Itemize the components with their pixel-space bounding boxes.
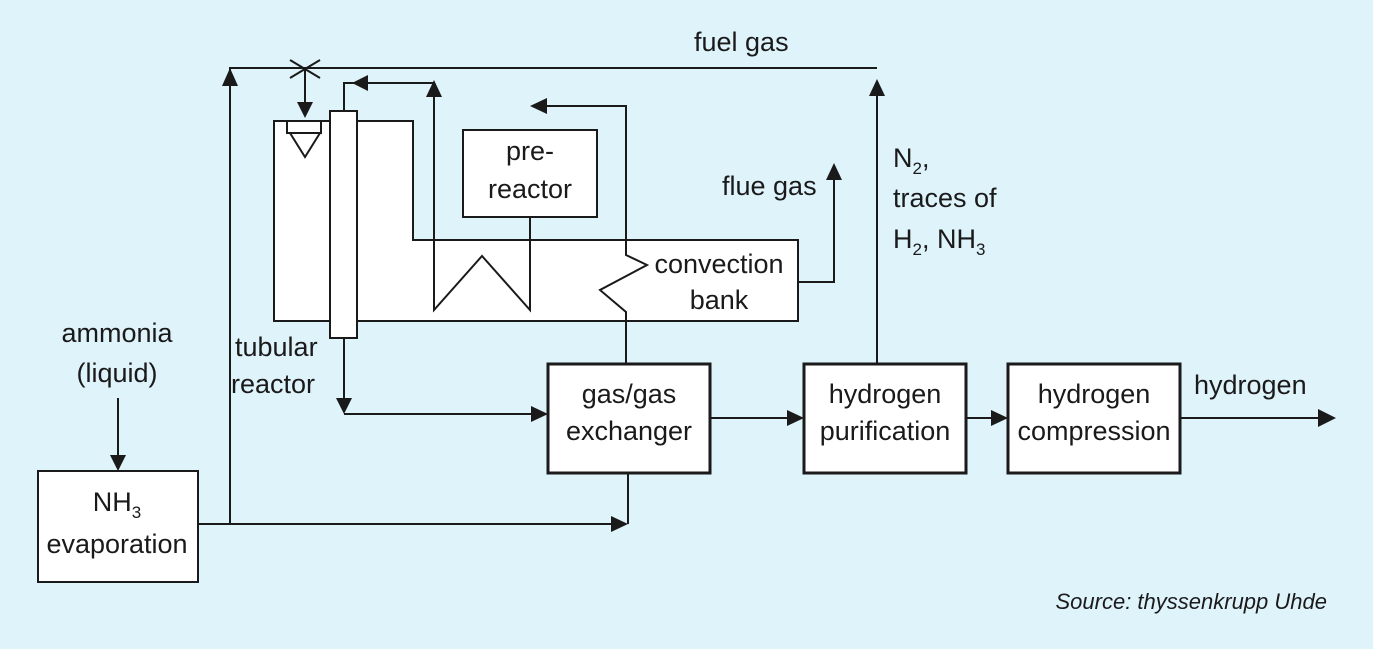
convection-bank-label-1: convection xyxy=(654,249,783,279)
nh3-evaporation-label-2: evaporation xyxy=(46,529,187,559)
fuel-gas-label: fuel gas xyxy=(694,27,789,57)
arrow-ammonia-in xyxy=(110,455,126,471)
arrow-flue-gas xyxy=(826,163,842,180)
flue-gas-label: flue gas xyxy=(722,171,817,201)
arrow-into-exchanger xyxy=(531,406,548,422)
pre-reactor-feed-line xyxy=(546,105,650,363)
arrow-into-compression xyxy=(991,410,1008,426)
hydrogen-compression-label-1: hydrogen xyxy=(1038,379,1151,409)
convection-bank-label-2: bank xyxy=(690,285,749,315)
source-caption: Source: thyssenkrupp Uhde xyxy=(1056,589,1328,614)
pre-reactor-label-2: reactor xyxy=(488,174,572,204)
h2-nh3-label: H2, NH3 xyxy=(893,224,985,259)
hydrogen-out-label: hydrogen xyxy=(1194,370,1307,400)
hydrogen-purification-label-2: purification xyxy=(820,416,951,446)
arrow-hydrogen-out xyxy=(1318,409,1336,427)
pre-reactor-box xyxy=(462,129,598,218)
ammonia-label-1: ammonia xyxy=(61,318,173,348)
burner-flame xyxy=(288,132,322,159)
heating-coil xyxy=(433,96,531,313)
reactor-top-line xyxy=(343,82,434,111)
hydrogen-compression-box xyxy=(1006,362,1182,475)
arrow-pre-reactor xyxy=(530,98,547,114)
reactor-tube xyxy=(329,110,358,339)
gas-exchanger-label-2: exchanger xyxy=(566,416,692,446)
nh3-evaporation-label-1: NH3 xyxy=(93,487,141,522)
traces-of-label: traces of xyxy=(893,183,997,213)
n2-label: N2, xyxy=(893,143,929,178)
arrow-into-purification xyxy=(787,410,804,426)
furnace-outline xyxy=(273,120,799,322)
arrow-fuel-up xyxy=(222,68,238,86)
tubular-reactor-label-2: reactor xyxy=(231,369,315,399)
nh3-evaporation-box xyxy=(37,470,199,583)
arrow-reactor-top xyxy=(352,75,368,91)
arrow-reactor-down xyxy=(336,398,352,414)
hydrogen-purification-label-1: hydrogen xyxy=(829,379,942,409)
arrow-coil-up xyxy=(426,80,442,97)
gas-exchanger-label-1: gas/gas xyxy=(582,379,677,409)
ammonia-label-2: (liquid) xyxy=(76,358,157,388)
pre-reactor-label-1: pre- xyxy=(506,136,554,166)
flue-gas-line xyxy=(798,178,835,283)
arrow-evap-exchanger xyxy=(611,516,628,532)
arrow-offgas-up xyxy=(869,79,885,96)
hydrogen-compression-label-2: compression xyxy=(1017,416,1170,446)
tubular-reactor-label-1: tubular xyxy=(235,332,318,362)
arrow-fuel-burner xyxy=(297,102,313,118)
